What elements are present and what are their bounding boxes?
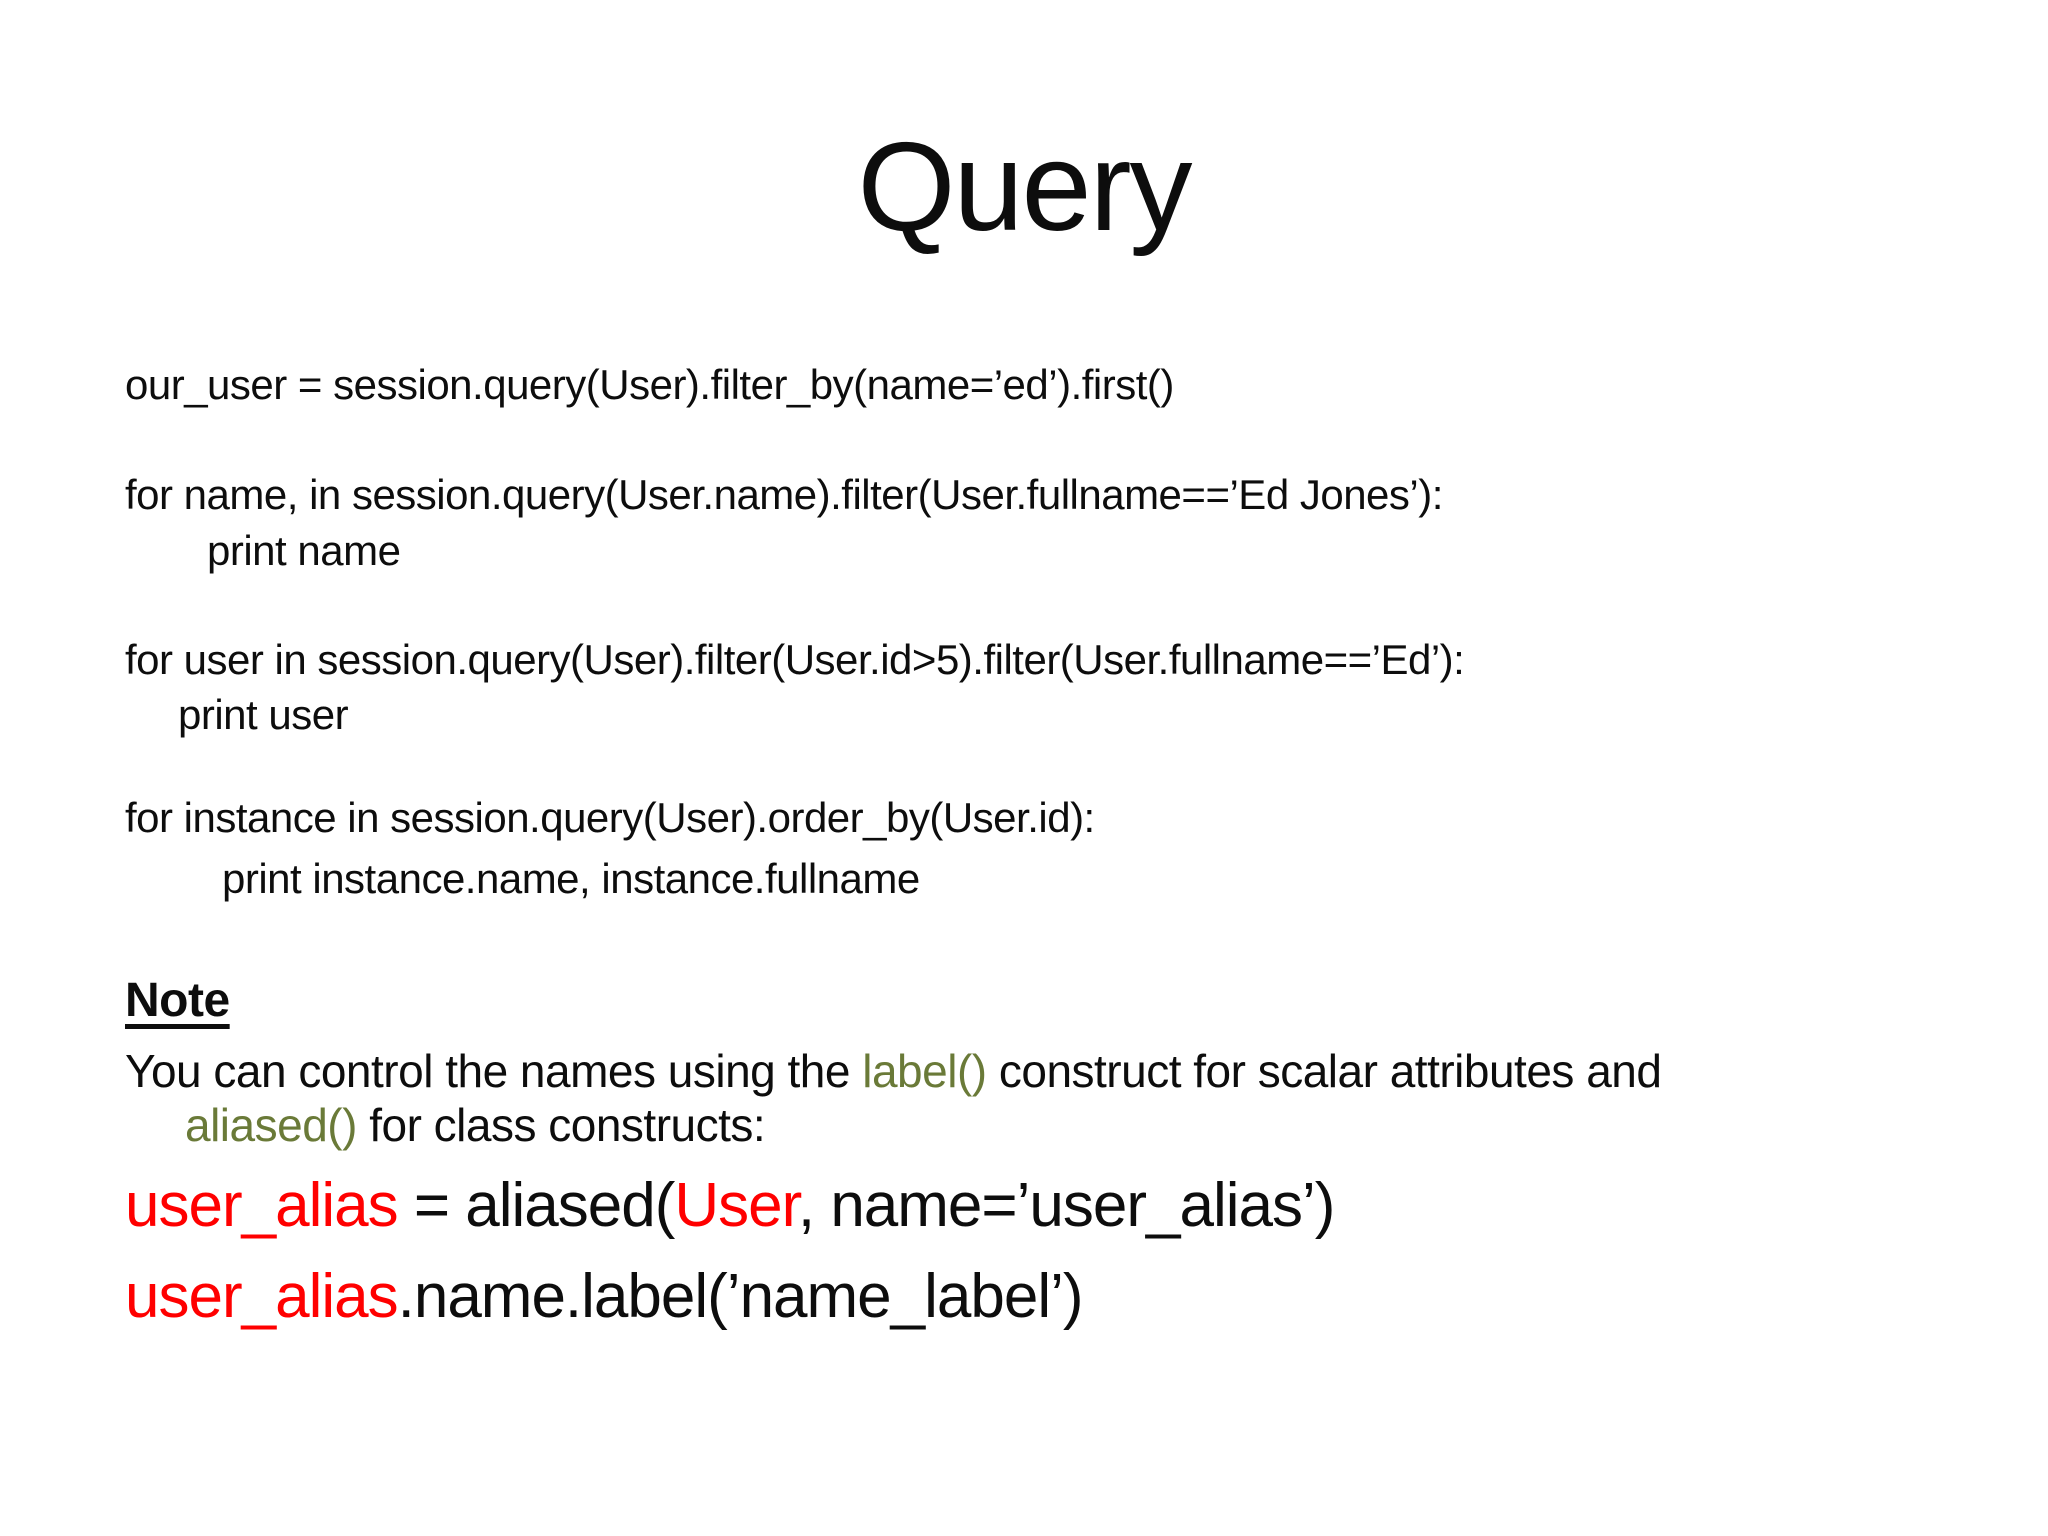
code-line-for-name: for name, in session.query(User.name).fi… bbox=[125, 471, 1443, 518]
code-line-print-name: print name bbox=[207, 527, 401, 574]
user-class-token: User bbox=[674, 1171, 798, 1240]
example-line1-end: , name=’user_alias’) bbox=[797, 1171, 1336, 1240]
code-line-for-user: for user in session.query(User).filter(U… bbox=[125, 636, 1465, 683]
example-line-aliased: user_alias = aliased(User, name=’user_al… bbox=[125, 1175, 1335, 1237]
example-line2-end: .name.label(’name_label’) bbox=[397, 1262, 1084, 1331]
note-heading: Note bbox=[125, 974, 230, 1027]
label-construct-token: label() bbox=[862, 1045, 987, 1097]
note-paragraph-line2: aliased() for class constructs: bbox=[185, 1099, 766, 1151]
slide-title: Query bbox=[857, 116, 1192, 257]
code-line-print-user: print user bbox=[178, 691, 349, 738]
code-line-for-instance: for instance in session.query(User).orde… bbox=[125, 794, 1095, 841]
note-text-after: construct for scalar attributes and bbox=[986, 1045, 1662, 1097]
note-paragraph-line1: You can control the names using the labe… bbox=[125, 1045, 1662, 1097]
note-text-before: You can control the names using the bbox=[125, 1045, 863, 1097]
aliased-construct-token: aliased() bbox=[185, 1099, 357, 1151]
note-text-line2-after: for class constructs: bbox=[356, 1099, 766, 1151]
user-alias-token-2: user_alias bbox=[125, 1262, 399, 1331]
example-line-label: user_alias.name.label(’name_label’) bbox=[125, 1266, 1084, 1328]
code-line-our-user: our_user = session.query(User).filter_by… bbox=[125, 361, 1174, 408]
code-line-print-instance: print instance.name, instance.fullname bbox=[222, 855, 920, 902]
example-line1-mid: = aliased( bbox=[397, 1171, 676, 1240]
user-alias-token: user_alias bbox=[125, 1171, 399, 1240]
